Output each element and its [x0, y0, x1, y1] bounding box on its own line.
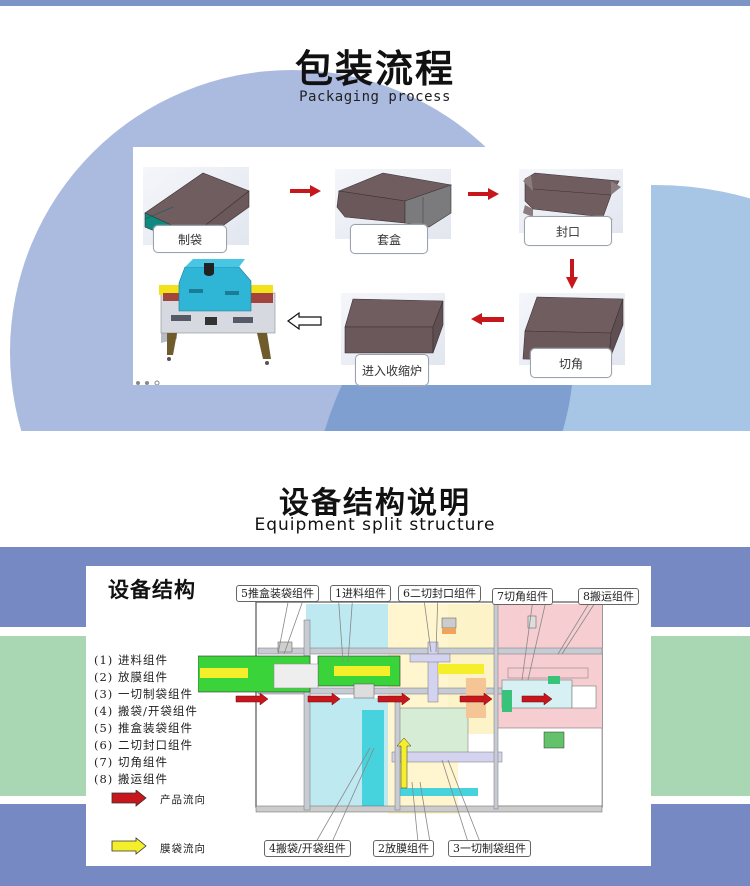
flow-arrow-right-2	[468, 188, 499, 200]
flow-arrow-down	[566, 259, 578, 289]
flow-legend-product: 产品流向	[160, 794, 206, 806]
step-label-bag-making: 制袋	[153, 225, 227, 253]
callout-infeed: 1进料组件	[330, 585, 391, 602]
legend-item-5: (5) 推盒装袋组件	[94, 721, 193, 735]
step-label-sealing: 封口	[524, 216, 612, 246]
yellow-arrow-icon	[111, 837, 147, 855]
top-accent-bar	[0, 0, 750, 6]
legend-item-2: (2) 放膜组件	[94, 670, 168, 684]
step-label-shrink-tunnel: 进入收缩炉	[355, 354, 429, 386]
equipment-structure-panel: 设备结构 (1) 进料组件 (2) 放膜组件 (3) 一切制袋组件 (4) 搬袋…	[86, 566, 651, 866]
callout-push-box-bagging: 5推盒装袋组件	[236, 585, 319, 602]
legend-item-1: (1) 进料组件	[94, 653, 168, 667]
red-arrow-icon	[111, 790, 147, 807]
callout-film-unwinding: 2放膜组件	[373, 840, 434, 857]
shrink-tunnel-entry-icon	[341, 293, 445, 365]
callout-transport: 8搬运组件	[578, 588, 639, 605]
legend-item-3: (3) 一切制袋组件	[94, 687, 193, 701]
step-label-corner-cutting: 切角	[530, 348, 612, 378]
legend-item-8: (8) 搬运组件	[94, 772, 168, 786]
callout-second-cut-sealing: 6二切封口组件	[398, 585, 481, 602]
callout-corner-cutting: 7切角组件	[492, 588, 553, 605]
toolbar-mini-icons	[136, 380, 160, 385]
flow-legend-film: 膜袋流向	[160, 843, 206, 855]
shrink-tunnel-machine-icon	[159, 259, 276, 365]
legend-item-7: (7) 切角组件	[94, 755, 168, 769]
section1-subtitle: Packaging process	[299, 89, 451, 105]
callout-first-cut-bag-making: 3一切制袋组件	[448, 840, 531, 857]
legend-item-6: (6) 二切封口组件	[94, 738, 193, 752]
section2-title: 设备结构说明	[279, 486, 471, 521]
section2-subtitle: Equipment split structure	[254, 515, 496, 535]
packaging-flow-panel: 制袋 套盒 封口 切角 进入收缩炉	[133, 147, 651, 386]
machine-structure-diagram	[198, 592, 603, 842]
flow-arrow-right-1	[290, 185, 321, 197]
step-label-box-sleeving: 套盒	[350, 224, 428, 254]
legend-item-4: (4) 搬袋/开袋组件	[94, 704, 198, 718]
hollow-arrow-left	[286, 311, 322, 331]
section1-title: 包装流程	[294, 47, 455, 91]
panel-title: 设备结构	[108, 578, 196, 602]
callout-bag-handling-opening: 4搬袋/开袋组件	[264, 840, 351, 857]
flow-arrow-left-1	[471, 313, 504, 325]
